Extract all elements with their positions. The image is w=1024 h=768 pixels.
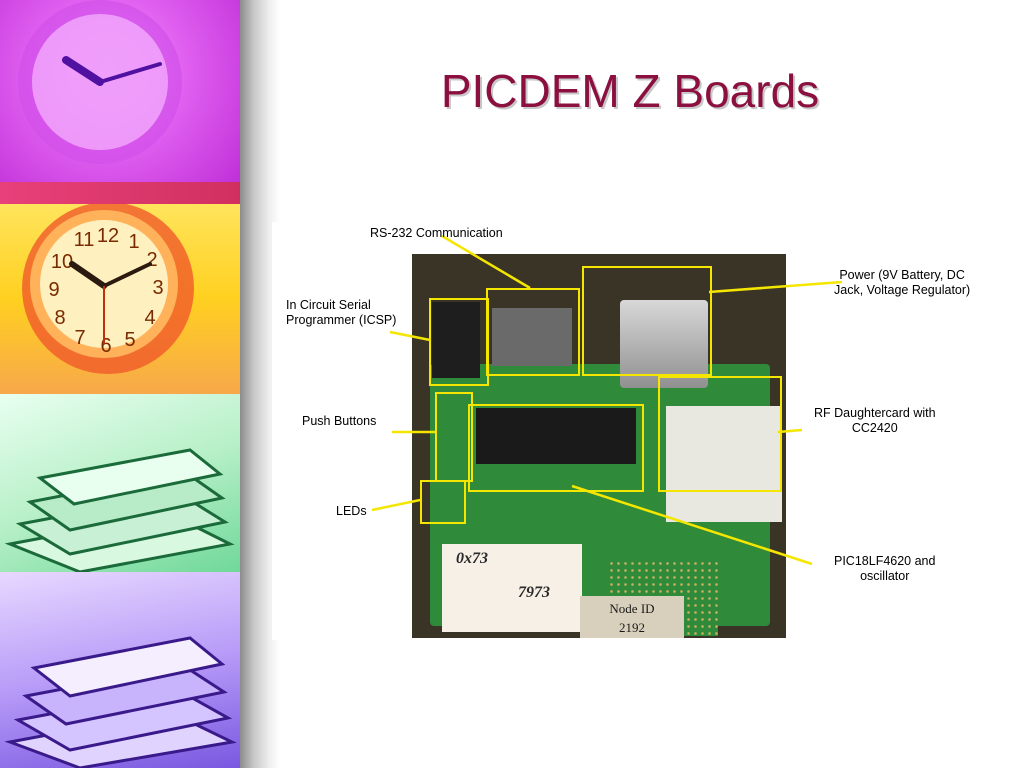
- annotation-pic-line2: oscillator: [860, 569, 910, 583]
- clock-numeral: 1: [128, 231, 139, 253]
- books-icon: [4, 636, 237, 768]
- callout-lines: [371, 234, 843, 566]
- handwritten-text-1: 0x73: [456, 550, 488, 567]
- node-id-value: 2192: [619, 620, 645, 635]
- handwritten-text-2: 7973: [518, 584, 550, 601]
- clock-image-purple: [0, 0, 240, 182]
- annotation-push-buttons: Push Buttons: [302, 414, 377, 428]
- clock-numeral: 2: [146, 249, 157, 271]
- decorative-band: [0, 182, 240, 204]
- clock-icon: [18, 0, 182, 164]
- clock-numeral: 8: [54, 307, 65, 329]
- annotation-icsp-line1: In Circuit Serial: [286, 298, 371, 312]
- clock-numeral: 11: [74, 229, 95, 251]
- battery: [620, 300, 708, 388]
- clock-numeral: 3: [152, 277, 163, 299]
- handwritten-label: 0x73 7973: [442, 544, 582, 632]
- clock-numeral: 9: [48, 279, 59, 301]
- clock-numeral: 10: [51, 251, 73, 273]
- books-image-green: [0, 394, 240, 572]
- clock-image-yellow: 11 12 1 10 2 9 3 8 4 7 6 5: [0, 204, 240, 394]
- icsp-connector: [432, 302, 480, 378]
- annotation-rs232: RS-232 Communication: [370, 226, 503, 240]
- board-photo: 0x73 7973 Node ID 2192: [412, 254, 786, 638]
- pic-callout-box: [468, 404, 644, 492]
- clock-numeral: 7: [74, 327, 85, 349]
- annotation-icsp: In Circuit Serial Programmer (ICSP): [286, 298, 396, 328]
- clock-numeral: 6: [100, 335, 111, 357]
- pic-chip: [476, 408, 636, 464]
- books-image-purple: [0, 572, 240, 768]
- clock-numeral: 12: [97, 225, 119, 247]
- annotation-power: Power (9V Battery, DC Jack, Voltage Regu…: [834, 268, 970, 298]
- power-callout-box: [582, 266, 712, 376]
- rs232-callout-box: [486, 288, 580, 376]
- annotation-rf: RF Daughtercard with CC2420: [814, 406, 936, 436]
- node-id-label: Node ID: [609, 601, 655, 616]
- annotation-pic: PIC18LF4620 and oscillator: [834, 554, 935, 584]
- clock-numeral: 5: [124, 329, 135, 351]
- rf-callout-box: [658, 376, 782, 492]
- decorative-image-strip: 11 12 1 10 2 9 3 8 4 7 6 5: [0, 0, 240, 768]
- annotation-icsp-line2: Programmer (ICSP): [286, 313, 397, 327]
- books-icon: [4, 448, 235, 572]
- clock-numeral: 4: [144, 307, 155, 329]
- annotation-rf-line1: RF Daughtercard with: [814, 406, 936, 420]
- annotation-leds: LEDs: [336, 504, 367, 518]
- icsp-callout-box: [429, 298, 489, 386]
- page-title: PICDEM Z Boards: [440, 65, 820, 117]
- board-figure: 0x73 7973 Node ID 2192 RS-232 Communicat…: [272, 222, 1002, 640]
- annotation-power-line1: Power (9V Battery, DC: [839, 268, 965, 282]
- annotation-power-line2: Jack, Voltage Regulator): [834, 283, 971, 297]
- rf-daughtercard: [666, 406, 782, 522]
- rs232-connector: [492, 308, 572, 366]
- leds-callout-box: [420, 480, 466, 524]
- node-id-tag: Node ID 2192: [580, 596, 684, 638]
- annotation-rf-line2: CC2420: [851, 421, 898, 435]
- annotation-pic-line1: PIC18LF4620 and: [834, 554, 936, 568]
